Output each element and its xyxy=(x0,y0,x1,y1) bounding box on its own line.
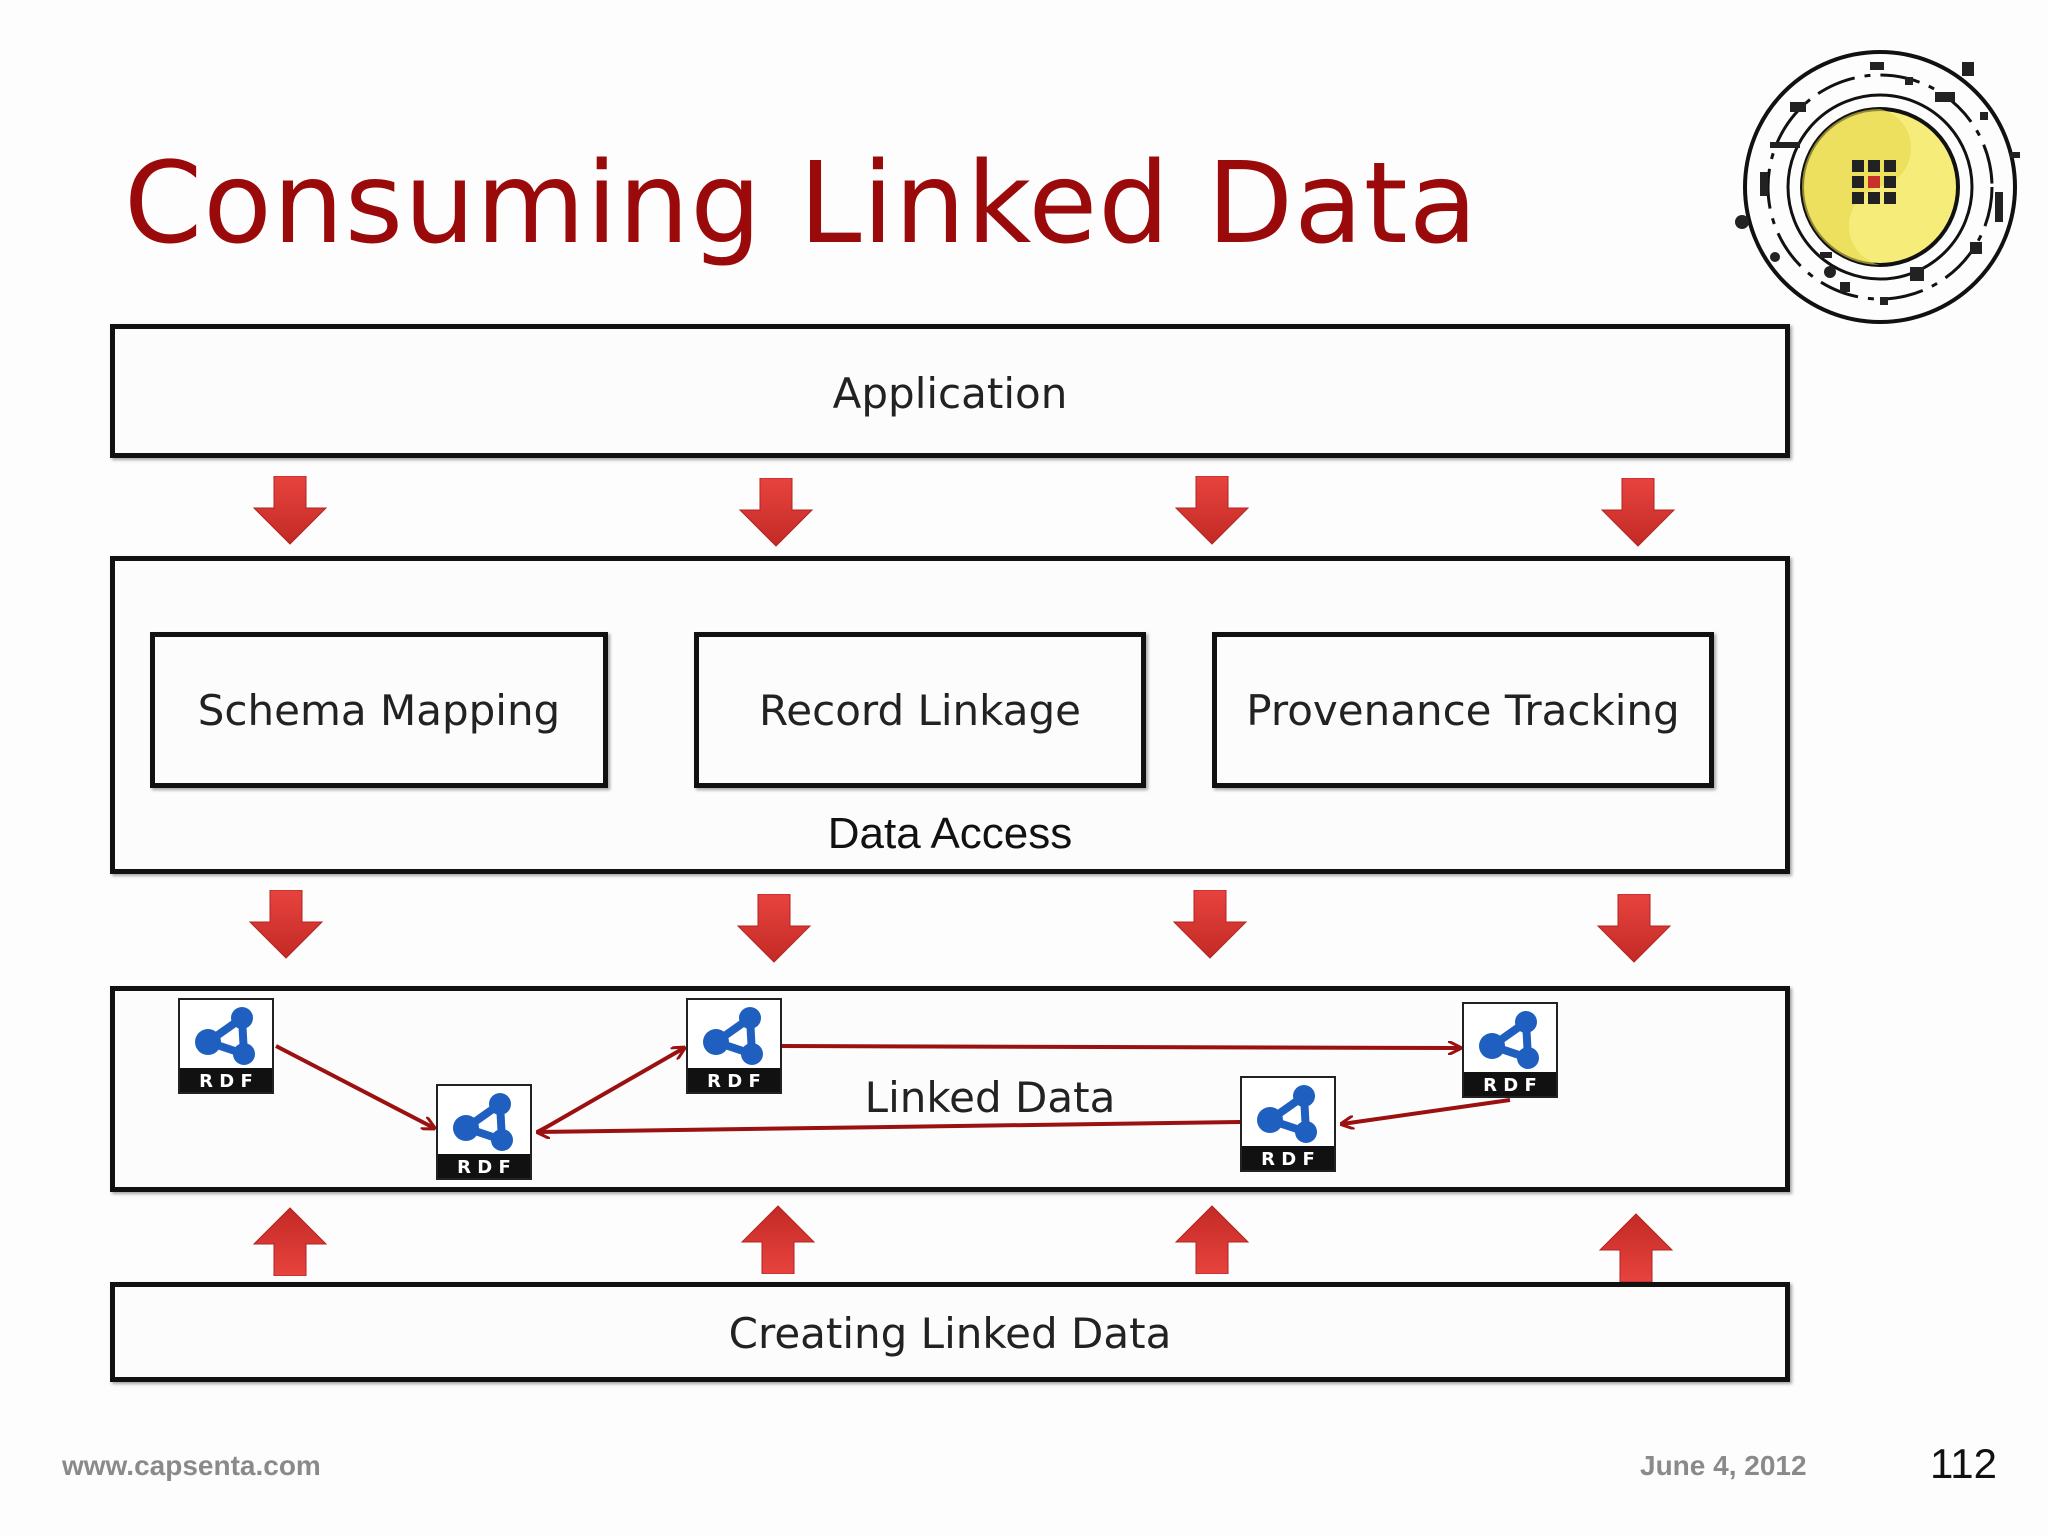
application-box: Application xyxy=(110,324,1790,458)
rdf-badge-text: R D F xyxy=(1261,1149,1315,1170)
footer-date: June 4, 2012 xyxy=(1640,1450,1807,1481)
up-arrow-icon xyxy=(1174,1205,1250,1274)
slide-title: Consuming Linked Data xyxy=(124,139,1479,269)
rdf-icon: R D F xyxy=(436,1084,532,1180)
page-number: 112 xyxy=(1930,1440,1997,1487)
rdf-badge-text: R D F xyxy=(707,1071,761,1092)
down-arrow-icon xyxy=(736,894,812,963)
up-arrow-icon xyxy=(1598,1213,1674,1282)
up-arrow-icon xyxy=(252,1207,328,1276)
rdf-icon: R D F xyxy=(686,998,782,1094)
data-access-label: Data Access xyxy=(827,809,1073,858)
rdf-icon: R D F xyxy=(1462,1002,1558,1098)
creating-linked-data-label: Creating Linked Data xyxy=(728,1309,1172,1358)
up-arrow-icon xyxy=(740,1205,816,1274)
down-arrow-icon xyxy=(1600,478,1676,547)
capsenta-logo-icon xyxy=(1735,50,2020,324)
down-arrow-icon xyxy=(248,890,324,959)
rdf-icon: R D F xyxy=(1240,1076,1336,1172)
down-arrow-icon xyxy=(1172,890,1248,959)
record-linkage-box: Record Linkage xyxy=(694,632,1146,788)
rdf-badge-text: R D F xyxy=(457,1157,511,1178)
rdf-icon: R D F xyxy=(178,998,274,1094)
rdf-badge-text: R D F xyxy=(199,1071,253,1092)
footer-url: www.capsenta.com xyxy=(62,1450,321,1481)
linked-data-label: Linked Data xyxy=(864,1073,1116,1122)
down-arrow-icon xyxy=(1174,476,1250,545)
application-label: Application xyxy=(832,369,1068,418)
schema-mapping-box: Schema Mapping xyxy=(150,632,608,788)
down-arrow-icon xyxy=(1596,894,1672,963)
down-arrow-icon xyxy=(252,476,328,545)
creating-linked-data-box: Creating Linked Data xyxy=(110,1282,1790,1382)
provenance-tracking-box: Provenance Tracking xyxy=(1212,632,1714,788)
rdf-badge-text: R D F xyxy=(1483,1075,1537,1096)
down-arrow-icon xyxy=(738,478,814,547)
